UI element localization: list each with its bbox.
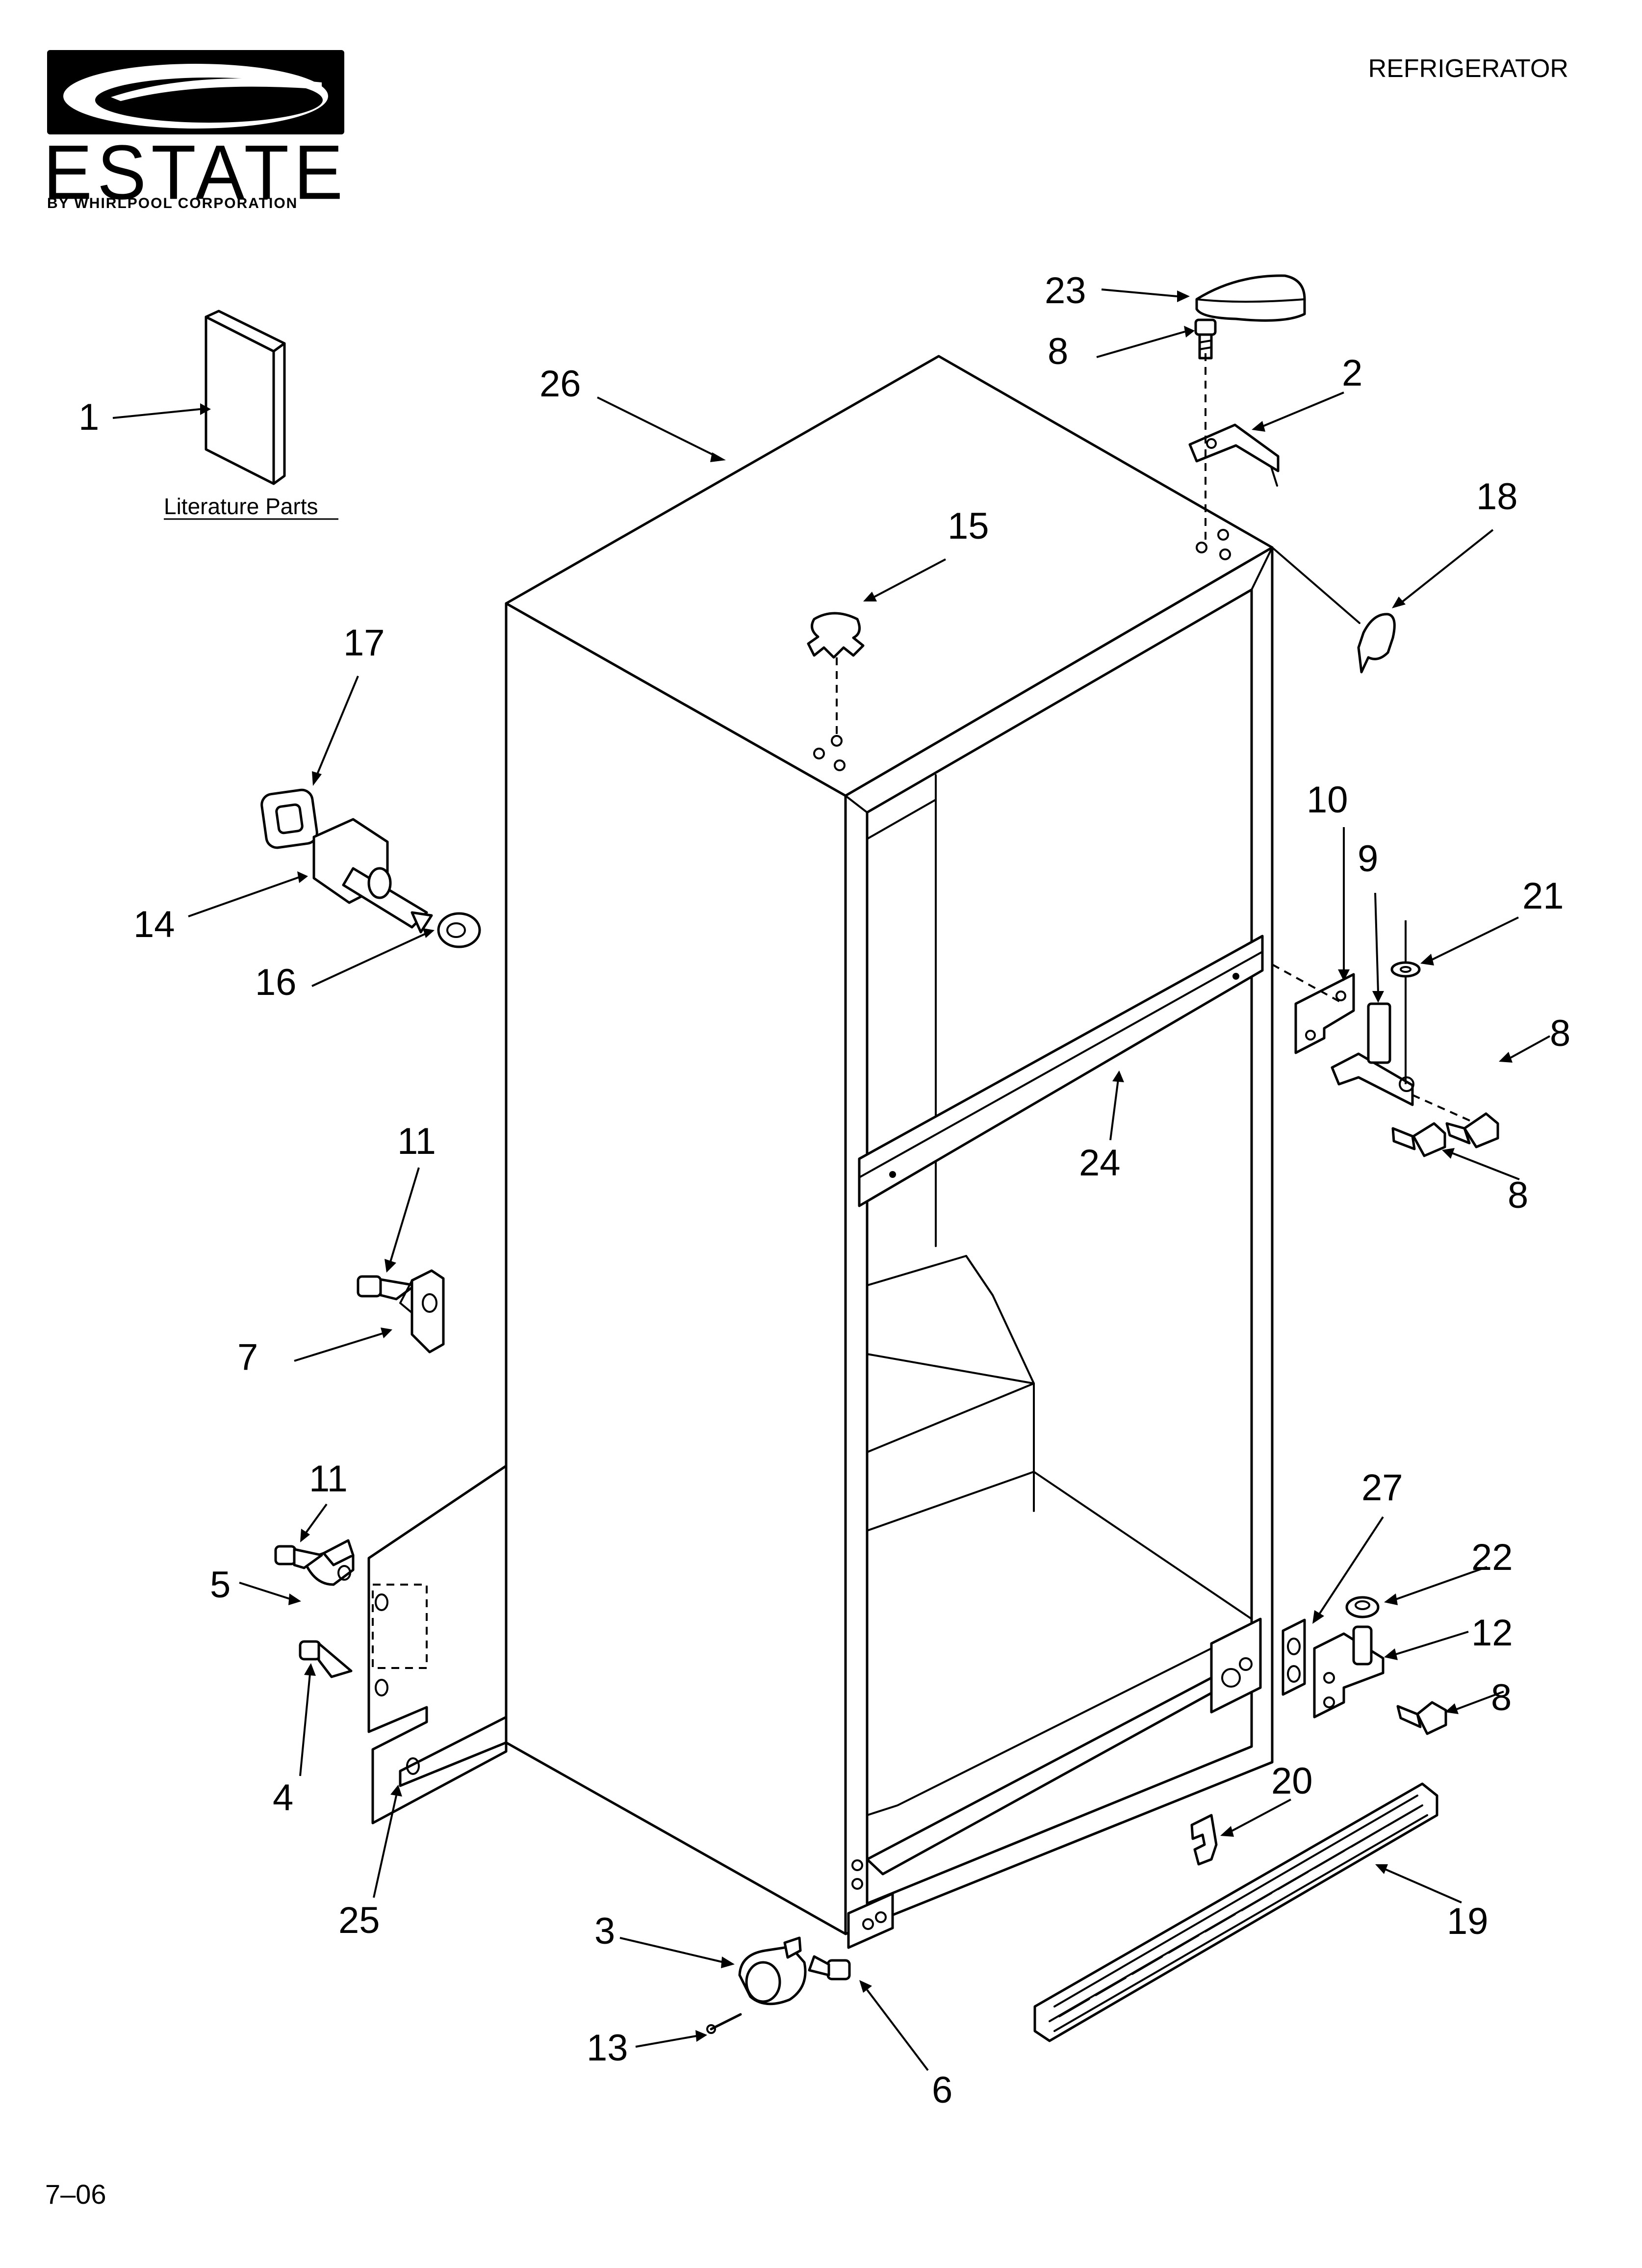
leveling-screw-upper (357, 1275, 416, 1301)
callout-21: 21 (1522, 875, 1564, 917)
callout-7: 7 (237, 1336, 258, 1378)
callout-11-upper: 11 (397, 1121, 436, 1162)
leveling-leg (738, 1936, 807, 2006)
callout-24: 24 (1079, 1142, 1121, 1184)
middle-hinge-plate (1294, 973, 1355, 1054)
callout-11-lower: 11 (309, 1458, 348, 1500)
bottom-hinge (1313, 1625, 1385, 1719)
top-hinge (1188, 423, 1280, 487)
door-stop-grommet (260, 788, 318, 849)
document-date-code: 7–06 (45, 2179, 106, 2210)
hinge-washer-middle (1390, 961, 1421, 978)
callout-27: 27 (1361, 1467, 1403, 1509)
callout-25: 25 (338, 1900, 380, 1941)
callout-8-middle-right: 8 (1550, 1013, 1570, 1054)
callout-19: 19 (1447, 1901, 1488, 1942)
literature-booklet (205, 310, 286, 485)
refrigerator-cabinet (505, 355, 1274, 1949)
document-title: REFRIGERATOR (1368, 54, 1568, 83)
callout-17: 17 (343, 622, 385, 664)
tubing-clamp (303, 1539, 355, 1586)
callout-23: 23 (1045, 270, 1086, 312)
base-grille (1033, 1782, 1438, 2042)
callout-18: 18 (1476, 476, 1518, 518)
callout-13: 13 (587, 2027, 628, 2069)
rear-access-panel (367, 1464, 508, 1825)
door-stop (312, 818, 433, 934)
top-hinge-cover (1195, 274, 1306, 322)
callout-labels: 1 26 23 8 2 18 15 17 14 16 10 9 21 8 8 2… (78, 270, 1570, 2111)
callout-16: 16 (255, 962, 297, 1003)
callout-22: 22 (1471, 1537, 1513, 1578)
callout-15: 15 (948, 505, 989, 547)
literature-parts-label: Literature Parts (164, 494, 318, 519)
callout-8-middle-left: 8 (1508, 1174, 1528, 1216)
callout-9: 9 (1358, 838, 1378, 880)
callout-8-bottom: 8 (1491, 1677, 1512, 1719)
hinge-washer-bottom (1345, 1596, 1380, 1618)
callout-8-top: 8 (1048, 331, 1068, 372)
brand-subtitle: BY WHIRLPOOL CORPORATION (47, 195, 298, 211)
leveling-screw-lower (274, 1545, 323, 1569)
callout-5: 5 (210, 1564, 231, 1606)
middle-hinge-screw-left (1391, 1122, 1446, 1157)
bottom-hinge-screw (1396, 1701, 1447, 1735)
callout-26: 26 (539, 363, 581, 405)
middle-hinge-screw-right (1445, 1112, 1499, 1148)
door-stop-washer (437, 912, 481, 948)
top-plug (807, 612, 865, 659)
leg-pin (706, 2013, 742, 2034)
callout-1: 1 (78, 396, 99, 438)
brand-name: ESTATE (43, 129, 348, 215)
leg-screw (808, 1955, 851, 1981)
panel-screw (299, 1640, 353, 1678)
callout-20: 20 (1271, 1760, 1313, 1802)
callout-12: 12 (1471, 1612, 1513, 1654)
hinge-pin-cover (1357, 613, 1396, 674)
bottom-hinge-shim (1282, 1618, 1306, 1696)
middle-hinge (1331, 1002, 1414, 1106)
callout-4: 4 (273, 1777, 293, 1819)
callout-6: 6 (932, 2069, 952, 2111)
callout-2: 2 (1342, 352, 1362, 394)
callout-14: 14 (133, 904, 175, 945)
top-hinge-screw (1194, 318, 1217, 360)
leader-lines (112, 288, 1550, 2071)
estate-logo-swoosh-icon (47, 50, 344, 134)
callout-3: 3 (594, 1910, 615, 1952)
grille-clip (1190, 1814, 1218, 1866)
callout-10: 10 (1307, 779, 1348, 821)
latch-bracket (399, 1269, 445, 1354)
